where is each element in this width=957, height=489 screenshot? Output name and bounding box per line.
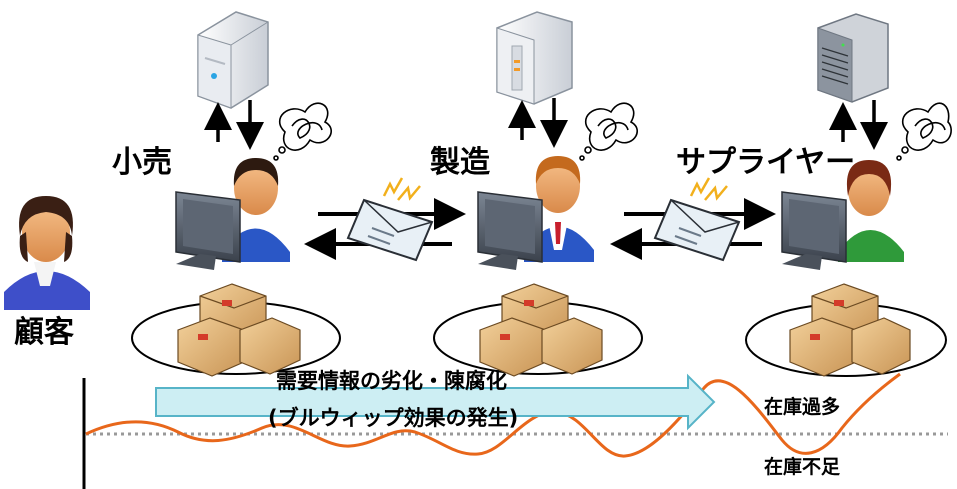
- retail-scribble-icon: [273, 102, 332, 161]
- manufacturing-computer-monitor-icon: [477, 191, 543, 270]
- flow-arrow-line2: (ブルウィップ効果の発生): [268, 406, 519, 430]
- supplier-person-icon: [838, 160, 904, 262]
- supplier-boxes-icon: [745, 283, 947, 377]
- retail-computer-monitor-icon: [175, 191, 241, 270]
- inventory-shortage-label: 在庫不足: [764, 456, 841, 478]
- supplier-sync-arrows: [829, 100, 888, 150]
- manufacturing-boxes-icon: [433, 283, 643, 377]
- retail-boxes-icon: [131, 283, 341, 377]
- inventory-excess-label: 在庫過多: [764, 396, 841, 418]
- supplier-computer-monitor-icon: [781, 191, 847, 270]
- flow-arrow-line1: 需要情報の劣化・陳腐化: [276, 369, 507, 393]
- supplier-server-icon: [817, 13, 889, 103]
- manufacturing-label: 製造: [430, 145, 490, 180]
- supplier-label: サプライヤー: [676, 145, 856, 180]
- retail-label: 小売: [112, 145, 172, 180]
- bullwhip-wave-line: [85, 372, 901, 458]
- manufacturing-server-icon: [496, 11, 573, 105]
- supplier-scribble-icon: [896, 102, 952, 161]
- customer-person-icon: [4, 196, 90, 310]
- information-degradation-arrow: [155, 373, 716, 431]
- manufacturing-envelope-icon: [653, 177, 741, 262]
- retail-sync-arrows: [204, 100, 264, 150]
- manufacturing-sync-arrows: [508, 98, 568, 148]
- manufacturing-scribble-icon: [579, 102, 638, 161]
- retail-envelope-icon: [346, 177, 434, 262]
- retail-server-icon: [197, 11, 269, 109]
- customer-label: 顧客: [14, 315, 74, 350]
